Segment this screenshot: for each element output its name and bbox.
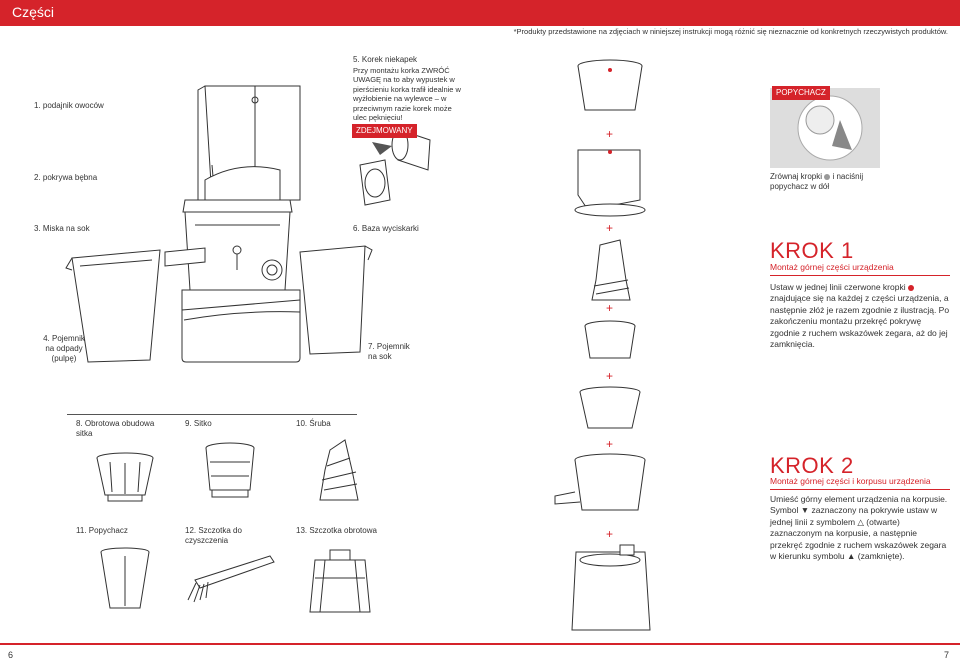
parts-illustration xyxy=(65,85,431,613)
krok1-body: Ustaw w jednej linii czerwone kropki zna… xyxy=(770,282,950,351)
exploded-sieve-housing xyxy=(579,386,641,429)
pusher-instruction: Zrównaj kropki i naciśnij popychacz w dó… xyxy=(770,172,890,192)
pusher-drawing xyxy=(100,547,150,609)
section-title: Części xyxy=(12,4,55,20)
section-header: Części xyxy=(0,0,960,26)
sieve-drawing xyxy=(205,442,255,498)
label-feeder: 1. podajnik owoców xyxy=(34,101,104,110)
exploded-sieve xyxy=(584,320,636,359)
svg-text:+: + xyxy=(606,221,613,235)
svg-text:+: + xyxy=(606,301,613,315)
label-juice-container: 7. Pojemnik na sok xyxy=(368,342,410,361)
exploded-base xyxy=(571,544,651,631)
assembly-illustration: + + + + + + xyxy=(554,59,880,631)
exploded-feeder xyxy=(577,59,643,111)
screw-drawing xyxy=(319,439,359,501)
label-sieve: 9. Sitko xyxy=(185,419,212,428)
svg-text:+: + xyxy=(606,437,613,451)
svg-text:+: + xyxy=(606,369,613,383)
exploded-cover xyxy=(574,149,646,217)
svg-text:+: + xyxy=(606,527,613,541)
label-cleaning-brush: 12. Szczotka do czyszczenia xyxy=(185,526,242,545)
krok2-body: Umieść górny element urządzenia na korpu… xyxy=(770,494,948,562)
svg-text:+: + xyxy=(606,127,613,141)
krok1-rule xyxy=(770,275,950,276)
krok1-body-b: znajdujące się na każdej z części urządz… xyxy=(770,293,950,350)
page-number-right: 7 xyxy=(944,650,950,660)
pusher-instruction-b: i naciśnij popychacz w dół xyxy=(770,172,864,191)
label-stopper-title: 5. Korek niekapek xyxy=(353,55,418,64)
pusher-instruction-a: Zrównaj kropki xyxy=(770,172,823,181)
pusher-tag: POPYCHACZ xyxy=(772,86,830,100)
label-stopper-text: Przy montażu korka ZWRÓĆ UWAGĘ na to aby… xyxy=(353,66,461,122)
krok2-subtitle: Montaż górnej części i korpusu urządzeni… xyxy=(770,476,931,486)
juicer-body-drawing xyxy=(65,85,431,363)
label-rotating-brush: 13. Szczotka obrotowa xyxy=(296,526,377,535)
cleaning-brush-drawing xyxy=(187,555,275,603)
krok1-title: KROK 1 xyxy=(770,238,854,263)
krok2-rule xyxy=(770,489,950,490)
removable-tag: ZDEJMOWANY xyxy=(352,124,417,138)
krok1-subtitle: Montaż górnej części urządzenia xyxy=(770,262,894,272)
label-drum-cover: 2. pokrywa bębna xyxy=(34,173,98,182)
page-number-left: 6 xyxy=(8,650,14,660)
label-pusher: 11. Popychacz xyxy=(76,526,128,535)
disclaimer-note: *Produkty przedstawione na zdjęciach w n… xyxy=(513,27,948,36)
krok2-title: KROK 2 xyxy=(770,453,854,478)
sieve-housing-drawing xyxy=(96,452,154,502)
gray-dot-icon xyxy=(824,173,831,180)
label-sieve-housing: 8. Obrotowa obudowa sitka xyxy=(76,419,155,438)
footer-rule xyxy=(0,643,960,645)
label-screw: 10. Śruba xyxy=(296,419,331,428)
krok1-body-a: Ustaw w jednej linii czerwone kropki xyxy=(770,282,906,292)
label-juice-bowl: 3. Miska na sok xyxy=(34,224,90,233)
exploded-screw xyxy=(591,239,631,301)
rotating-brush-drawing xyxy=(309,549,371,613)
exploded-bowl xyxy=(554,453,646,511)
red-dot-icon xyxy=(907,284,914,291)
label-pulp-container: 4. Pojemnik na odpady (pulpę) xyxy=(43,334,85,363)
parts-divider-line xyxy=(67,414,357,415)
label-juicer-base: 6. Baza wyciskarki xyxy=(353,224,419,233)
